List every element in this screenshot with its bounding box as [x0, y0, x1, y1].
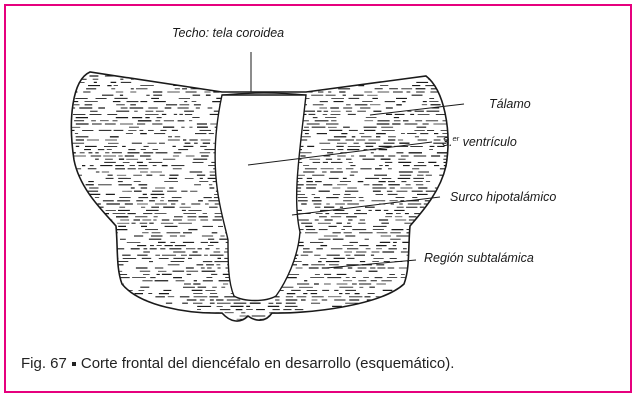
label-surco: Surco hipotalámico [450, 190, 556, 204]
third-ventricle-cavity [214, 94, 307, 302]
figure-caption: Fig. 67 Corte frontal del diencéfalo en d… [21, 355, 454, 372]
label-techo: Techo: tela coroidea [172, 26, 284, 40]
caption-number: Fig. 67 [21, 355, 67, 372]
talamo-leader-line [369, 103, 465, 116]
ventriculo-leader-line [247, 141, 433, 166]
surco-leader-line [291, 196, 441, 216]
label-ventriculo: 3.er ventrículo [442, 134, 517, 149]
caption-text: Corte frontal del diencéfalo en desarrol… [80, 355, 455, 372]
diencephalon-diagram: Techo: tela coroidea Tálamo 3.er ventríc… [70, 26, 556, 322]
label-talamo: Tálamo [489, 97, 531, 111]
region-leader-line [325, 259, 417, 269]
label-region: Región subtalámica [424, 251, 534, 265]
roof-line [221, 92, 307, 96]
caption-bullet-icon [71, 362, 76, 367]
